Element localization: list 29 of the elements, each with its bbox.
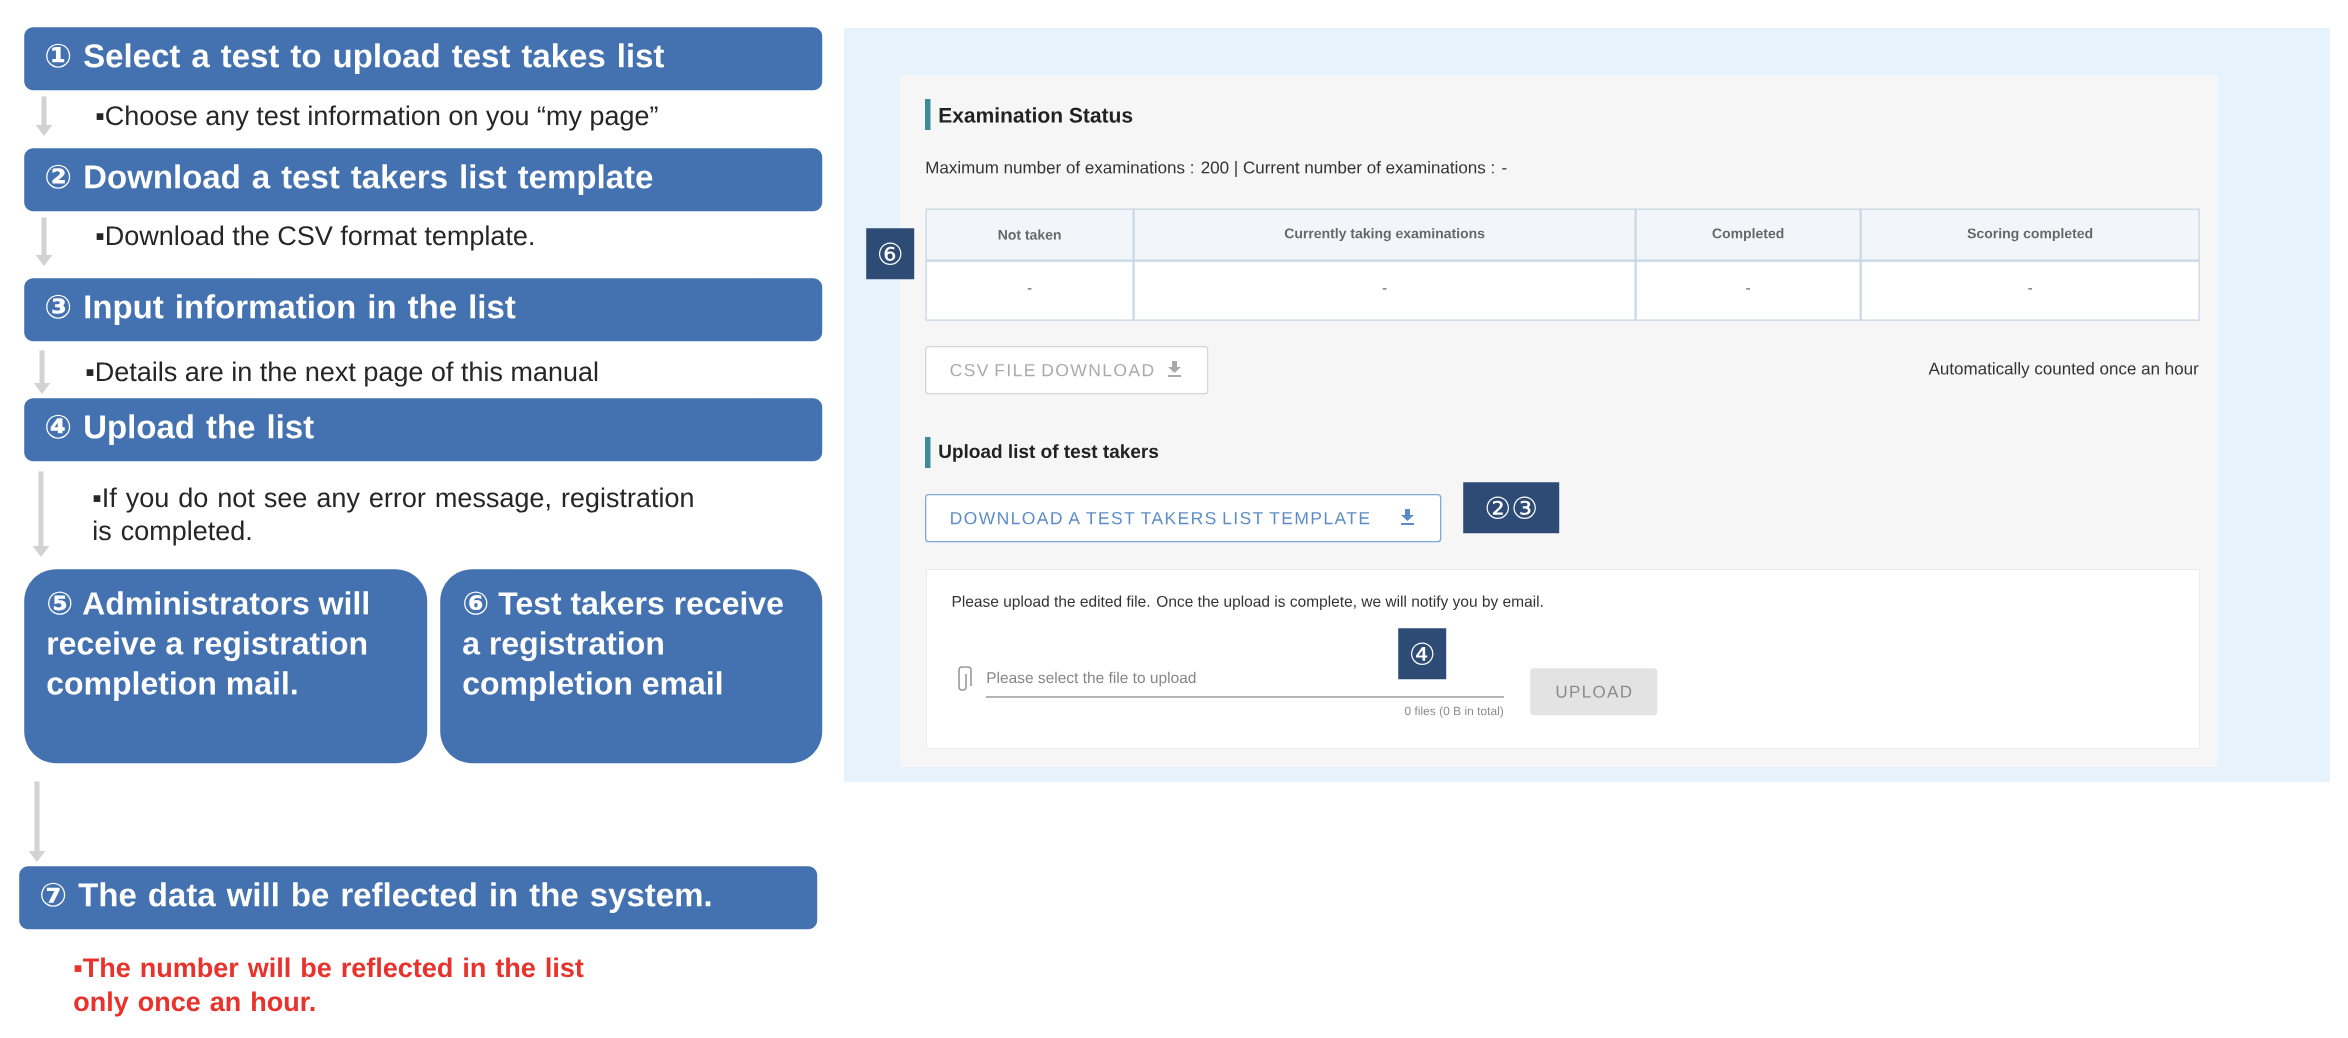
- step-box: ⑤ Administrators will receive a registration completion mail.: [24, 569, 428, 764]
- step-box: ④ Upload the list: [24, 398, 823, 462]
- column-header: Not taken: [925, 208, 1134, 261]
- summary-text: Maximum number of examinations : 200 | Current number of examinations : -: [926, 161, 1507, 177]
- step-box: ① Select a test to upload test takes list: [24, 27, 823, 91]
- table-cell: -: [925, 260, 1134, 321]
- description-text: ▪Details are in the next page of this manual: [86, 361, 598, 387]
- callout-number: ②③: [1463, 482, 1560, 534]
- table-cell: -: [1860, 260, 2200, 321]
- column-header: Completed: [1635, 208, 1861, 261]
- column-header: Scoring completed: [1860, 208, 2200, 261]
- table-cell: -: [1635, 260, 1861, 321]
- description-text: ▪Download the CSV format template.: [96, 225, 533, 251]
- step-box: ⑦ The data will be reflected in the system.: [19, 866, 818, 930]
- download-button: CSV FILE DOWNLOAD: [925, 346, 1209, 395]
- description-text: ▪Choose any test information on you “my page”: [96, 105, 658, 131]
- callout-number: ④: [1398, 628, 1447, 680]
- file-count: 0 files (0 B in total): [1404, 706, 1504, 718]
- download-button: DOWNLOAD A TEST TAKERS LIST TEMPLATE: [925, 494, 1442, 543]
- description-text: ▪If you do not see any error message, registration is completed.: [93, 487, 693, 546]
- status-note: Automatically counted once an hour: [1928, 362, 2199, 378]
- step-box: ⑥ Test takers receive a registration completion email: [440, 569, 823, 764]
- section-heading: Upload list of test takers: [939, 444, 1159, 462]
- step-box: ③ Input information in the list: [24, 278, 823, 342]
- step-box: ② Download a test takers list template: [24, 148, 823, 212]
- callout-number: ⑥: [866, 228, 915, 280]
- section-heading: Examination Status: [939, 107, 1133, 123]
- note-text: ▪The number will be reflected in the list only once an hour.: [74, 957, 584, 1017]
- upload-button: UPLOAD: [1530, 668, 1658, 716]
